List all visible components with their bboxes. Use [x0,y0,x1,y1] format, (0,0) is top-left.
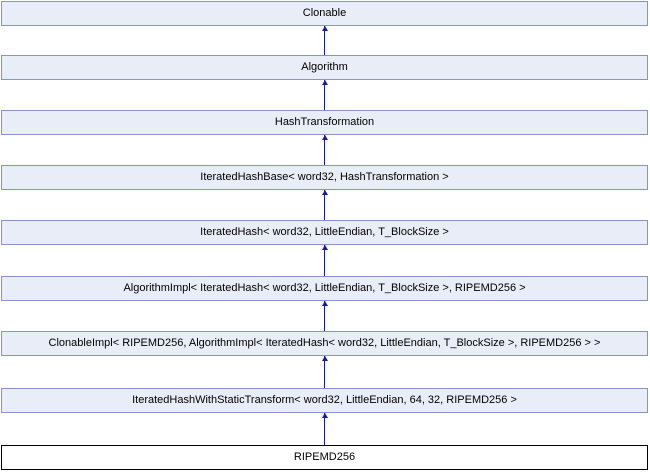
class-node-label: Clonable [302,7,347,19]
arrow-up-icon [322,190,328,195]
inheritance-edge [324,135,325,165]
class-node-hash-transformation[interactable]: HashTransformation [1,110,648,135]
inheritance-edge [324,26,325,55]
class-node-iterated-hash[interactable]: IteratedHash< word32, LittleEndian, T_Bl… [1,220,648,245]
arrow-up-icon [322,356,328,361]
inheritance-edge [324,301,325,331]
class-node-label: HashTransformation [274,116,375,128]
arrow-up-icon [322,301,328,306]
arrow-up-icon [322,26,328,31]
class-node-label: Algorithm [301,61,348,73]
arrow-up-icon [322,80,328,85]
class-node-label: IteratedHash< word32, LittleEndian, T_Bl… [200,226,449,238]
class-node-iterated-hash-base[interactable]: IteratedHashBase< word32, HashTransforma… [1,165,648,190]
arrow-up-icon [322,135,328,140]
inheritance-edge [324,80,325,110]
class-node-clonable-impl[interactable]: ClonableImpl< RIPEMD256, AlgorithmImpl< … [1,331,648,356]
class-node-label: RIPEMD256 [293,451,356,463]
class-node-iterated-hash-with-static-transform[interactable]: IteratedHashWithStaticTransform< word32,… [1,388,648,413]
class-node-algorithm[interactable]: Algorithm [1,55,648,80]
class-node-label: ClonableImpl< RIPEMD256, AlgorithmImpl< … [48,337,601,349]
class-node-label: IteratedHashBase< word32, HashTransforma… [200,171,449,183]
arrow-up-icon [322,245,328,250]
class-node-label: AlgorithmImpl< IteratedHash< word32, Lit… [123,282,526,294]
class-node-ripemd256[interactable]: RIPEMD256 [1,445,648,470]
inheritance-edge [324,190,325,220]
class-node-label: IteratedHashWithStaticTransform< word32,… [132,394,517,406]
class-node-algorithm-impl[interactable]: AlgorithmImpl< IteratedHash< word32, Lit… [1,276,648,301]
arrow-up-icon [322,413,328,418]
inheritance-edge [324,245,325,276]
class-node-clonable[interactable]: Clonable [1,1,648,26]
inheritance-edge [324,356,325,388]
inheritance-edge [324,413,325,445]
